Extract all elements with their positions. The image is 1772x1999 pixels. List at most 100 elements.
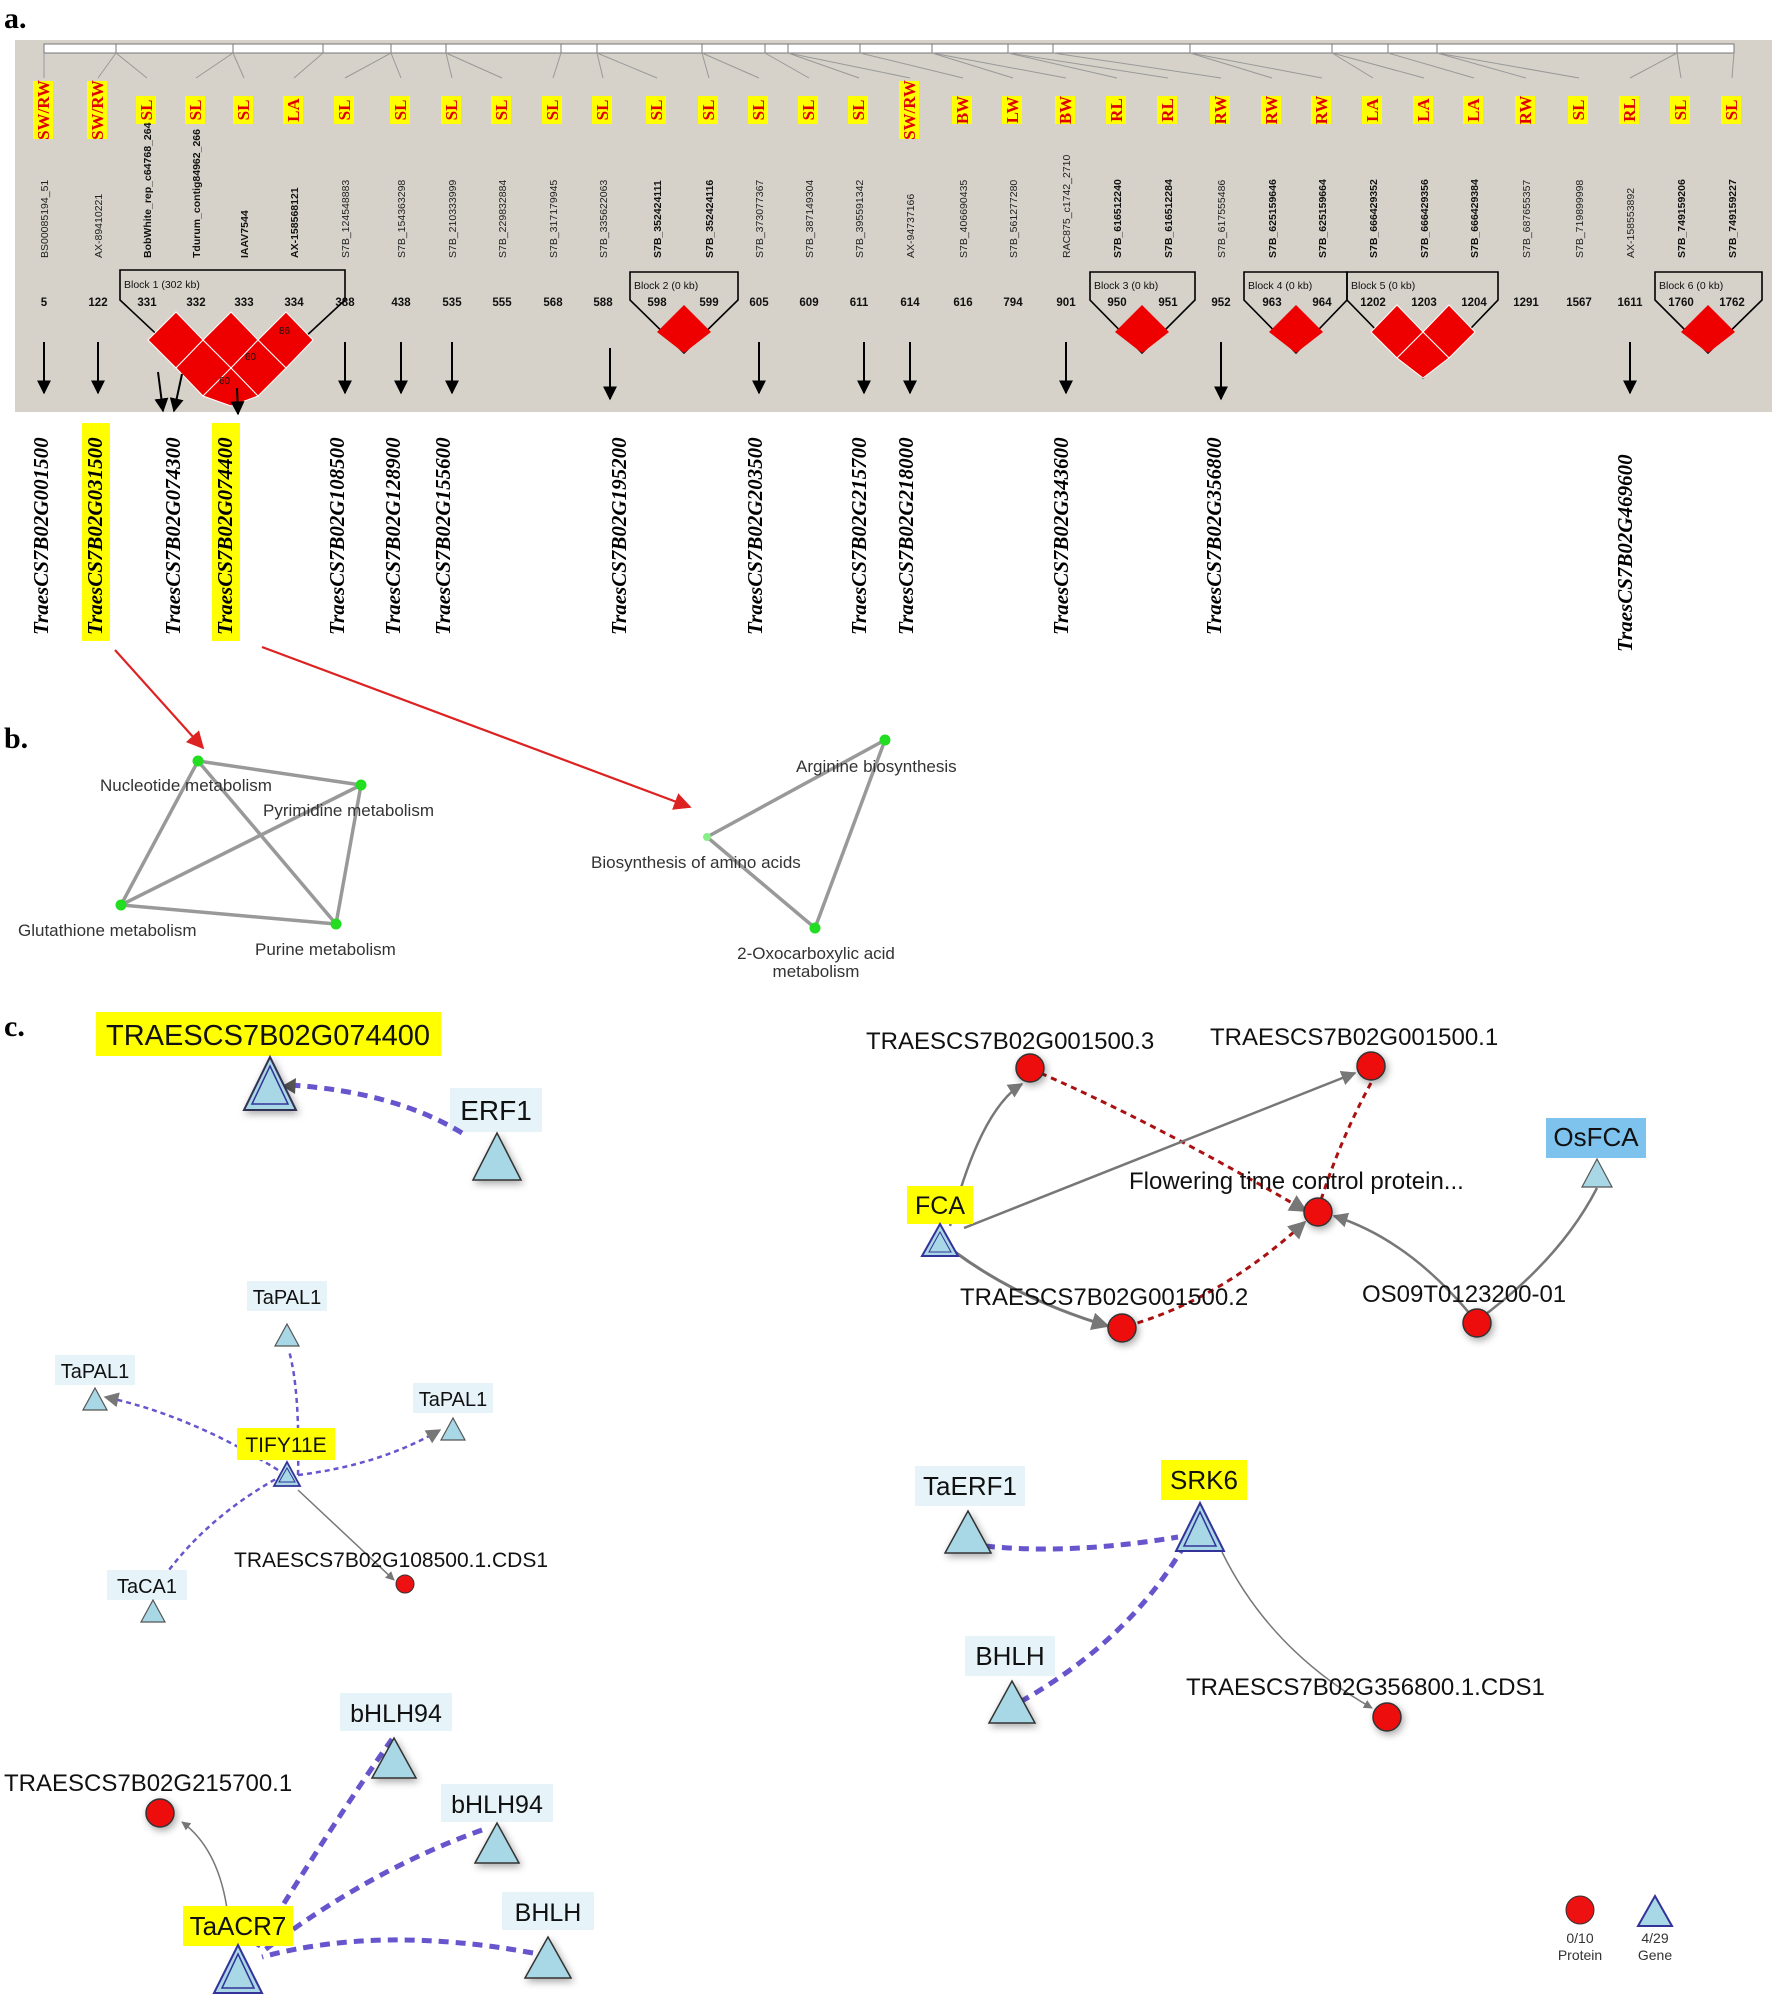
svg-text:BW: BW xyxy=(953,96,972,124)
kegg-nodes-left xyxy=(115,755,367,930)
highlight-box xyxy=(237,1428,335,1460)
gene-label: TraesCS7B02G031500 xyxy=(82,423,110,641)
marker-name: S7B_210333999 xyxy=(447,180,459,258)
marker-name: S7B_666429356 xyxy=(1419,179,1431,258)
marker-position: 568 xyxy=(543,297,563,309)
network-srk6: TaERF1 SRK6 BHLH TRAESCS7B02G356800.1.CD… xyxy=(915,1460,1545,1732)
label-bg xyxy=(247,1281,327,1311)
svg-text:TraesCS7B02G128900: TraesCS7B02G128900 xyxy=(381,437,405,635)
marker-connector xyxy=(195,52,234,79)
marker-connector xyxy=(1387,52,1475,79)
kegg-nodes-right xyxy=(703,734,891,934)
gene-node xyxy=(523,1935,573,1979)
marker-position: 1760 xyxy=(1668,297,1694,309)
gene-node xyxy=(370,1736,418,1779)
svg-text:SL: SL xyxy=(492,100,511,121)
marker-position: 1291 xyxy=(1513,297,1539,309)
svg-text:SL: SL xyxy=(543,100,562,121)
gene-label: TaPAL1 xyxy=(61,1361,130,1383)
svg-text:AX-158553892: AX-158553892 xyxy=(1625,188,1637,258)
trait-label: SW/RW xyxy=(899,80,919,140)
protein-node xyxy=(1303,1197,1333,1227)
marker-connector xyxy=(1007,52,1169,79)
ld-block-2: Block 2 (0 kb) xyxy=(629,271,739,355)
trait-label: SL xyxy=(646,96,666,124)
marker-position: 1204 xyxy=(1461,297,1487,309)
marker-name: S7B_617555486 xyxy=(1216,180,1228,258)
marker-connector xyxy=(1052,52,1222,79)
svg-text:TraesCS7B02G195200: TraesCS7B02G195200 xyxy=(607,437,631,635)
trait-label: SL xyxy=(542,96,562,124)
svg-text:SL: SL xyxy=(391,100,410,121)
gene-node xyxy=(943,1509,993,1554)
ld-value: 60 xyxy=(219,376,231,387)
marker-position: 588 xyxy=(593,297,613,309)
legend-protein-label: Protein xyxy=(1558,1947,1602,1963)
svg-text:TraesCS7B02G343600: TraesCS7B02G343600 xyxy=(1049,437,1073,635)
svg-text:S7B_561277280: S7B_561277280 xyxy=(1008,180,1020,258)
protein-node xyxy=(1372,1702,1402,1732)
kegg-node xyxy=(809,922,821,934)
svg-text:S7B_124548883: S7B_124548883 xyxy=(340,180,352,258)
protein-node xyxy=(1015,1053,1045,1083)
svg-text:SL: SL xyxy=(137,100,156,121)
trait-label: SL xyxy=(592,96,612,124)
svg-text:S7B_666429356: S7B_666429356 xyxy=(1419,179,1431,258)
marker-name: S7B_317179945 xyxy=(548,180,560,258)
marker-connector xyxy=(859,52,964,79)
marker-connector xyxy=(1676,52,1682,79)
legend-gene-icon xyxy=(1636,1893,1674,1927)
marker-position: 1203 xyxy=(1411,297,1437,309)
regulation-edge xyxy=(181,1821,229,1917)
trait-label: SL xyxy=(748,96,768,124)
svg-text:S7B_616512240: S7B_616512240 xyxy=(1112,179,1124,258)
marker-position: 438 xyxy=(391,297,411,309)
marker-name: S7B_616512284 xyxy=(1163,179,1175,258)
label-bg xyxy=(107,1570,187,1600)
svg-text:LW: LW xyxy=(1003,97,1022,124)
trait-label: SL xyxy=(136,96,156,124)
marker-position: 794 xyxy=(1003,297,1023,309)
kegg-label: Pyrimidine metabolism xyxy=(263,801,434,820)
protein-label: TRAESCS7B02G215700.1 xyxy=(4,1770,292,1797)
chromosome-bar xyxy=(43,43,1735,54)
kegg-label: Biosynthesis of amino acids xyxy=(591,853,801,872)
svg-text:S7B_317179945: S7B_317179945 xyxy=(548,180,560,258)
gene-label: bHLH94 xyxy=(350,1700,442,1728)
regulation-edge xyxy=(252,1737,395,1952)
marker-connector xyxy=(445,52,503,79)
gene-label: TraesCS7B02G128900 xyxy=(381,437,405,635)
marker-name: S7B_154363298 xyxy=(396,180,408,258)
marker-name: IAAV7544 xyxy=(239,210,251,258)
marker-name: S7B_352424111 xyxy=(652,180,664,258)
regulation-edge xyxy=(1030,1067,1308,1213)
marker-name: S7B_687655357 xyxy=(1521,180,1533,258)
protein-node xyxy=(145,1798,175,1828)
ld-block-3-label: Block 3 (0 kb) xyxy=(1094,280,1158,292)
trait-label: SL xyxy=(848,96,868,124)
marker-name: S7B_352424116 xyxy=(704,180,716,258)
protein-label: TRAESCS7B02G108500.1.CDS1 xyxy=(234,1549,548,1572)
network-fca: TRAESCS7B02G001500.3 TRAESCS7B02G001500.… xyxy=(866,1024,1646,1343)
marker-position: 964 xyxy=(1312,297,1332,309)
marker-name: S7B_387149304 xyxy=(804,180,816,258)
marker-connector xyxy=(445,52,453,79)
protein-node xyxy=(1462,1308,1492,1338)
marker-connector xyxy=(701,52,710,79)
svg-text:S7B_749159206: S7B_749159206 xyxy=(1676,179,1688,258)
gene-label: TraesCS7B02G343600 xyxy=(1049,437,1073,635)
marker-position: 609 xyxy=(799,297,818,309)
marker-position: 1567 xyxy=(1566,297,1592,309)
gene-label: BHLH xyxy=(975,1641,1044,1671)
marker-position: 611 xyxy=(850,297,869,309)
marker-name: AX-158568121 xyxy=(289,187,301,258)
svg-text:TraesCS7B02G031500: TraesCS7B02G031500 xyxy=(83,437,107,635)
marker-position: 334 xyxy=(284,297,304,309)
svg-text:SL: SL xyxy=(1722,100,1741,121)
protein-label: TRAESCS7B02G356800.1.CDS1 xyxy=(1186,1674,1545,1701)
kegg-network-left xyxy=(119,759,363,926)
regulation-edge xyxy=(1318,1082,1373,1204)
gene-label: TraesCS7B02G155600 xyxy=(431,437,455,635)
svg-text:S7B_387149304: S7B_387149304 xyxy=(804,180,816,258)
